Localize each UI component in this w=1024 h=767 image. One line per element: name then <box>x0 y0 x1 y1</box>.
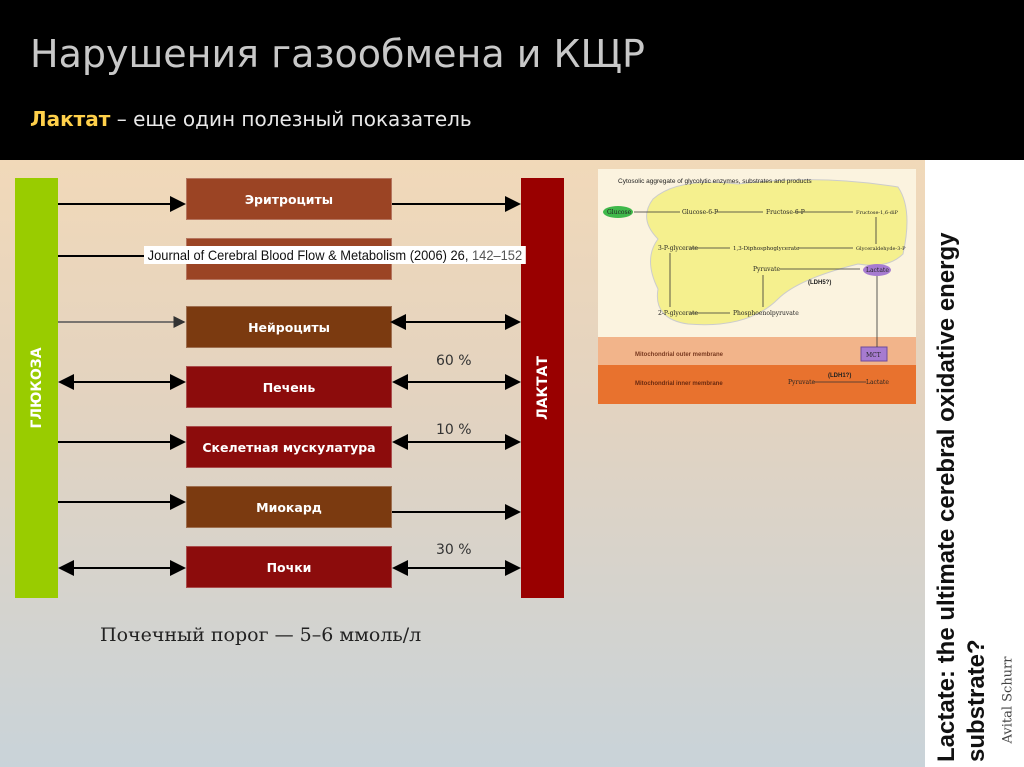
fig-label: Pyruvate <box>753 266 781 273</box>
fig-label: Fructose-1,6-diP <box>856 210 899 216</box>
organ-box-neurocytes: Нейроциты <box>186 306 392 348</box>
fig-label: Glucose <box>607 209 632 216</box>
fig-label: Glucose-6-P <box>682 209 718 216</box>
fig-label: Lactate <box>866 379 889 386</box>
subtitle-bold: Лактат <box>30 107 111 131</box>
subtitle-text: – еще один полезный показатель <box>110 107 472 131</box>
fig-label: Glyceraldehyde-3-P <box>856 246 906 252</box>
fig-label: Phosphoenolpyruvate <box>733 310 799 317</box>
journal-citation: Journal of Cerebral Blood Flow & Metabol… <box>144 246 526 264</box>
organ-box-skeletal-muscle: Скелетная мускулатура <box>186 426 392 468</box>
fig-label: 1,3-Diphosphoglycerate <box>733 246 799 252</box>
fig-label: (LDH5?) <box>808 280 831 286</box>
fig-label: MCT <box>866 352 881 359</box>
organ-box-liver: Печень <box>186 366 392 408</box>
fig-label: Fructose-6-P <box>766 209 805 216</box>
slide-subtitle: Лактат – еще один полезный показатель <box>30 107 472 131</box>
percent-kidneys: 30 % <box>436 542 472 558</box>
lactate-bar: ЛАКТАТ <box>521 178 564 598</box>
slide-header <box>0 0 1024 160</box>
article-title-strip <box>925 160 1024 767</box>
glucose-bar: ГЛЮКОЗА <box>15 178 58 598</box>
article-author: Avital Schurr <box>1000 656 1016 744</box>
fig-label: 2-P-glycerate <box>658 310 698 317</box>
percent-liver: 60 % <box>436 353 472 369</box>
slide-title: Нарушения газообмена и КЩР <box>30 32 645 76</box>
fig-label: (LDH1?) <box>828 373 851 379</box>
organ-box-kidneys: Почки <box>186 546 392 588</box>
fig-label: Mitochondrial inner membrane <box>635 381 723 387</box>
renal-threshold-text: Почечный порог — 5–6 ммоль/л <box>100 624 422 646</box>
fig-label: 3-P-glycerate <box>658 245 698 252</box>
fig-label: Pyruvate <box>788 379 816 386</box>
journal-pages: 142–152 <box>471 247 523 263</box>
glycolysis-figure: Cytosolic aggregate of glycolytic enzyme… <box>598 169 916 404</box>
journal-name: Journal of Cerebral Blood Flow & Metabol… <box>147 247 472 263</box>
organ-box-myocardium: Миокард <box>186 486 392 528</box>
article-title: Lactate: the ultimate cerebral oxidative… <box>933 232 990 762</box>
figure-title: Cytosolic aggregate of glycolytic enzyme… <box>618 178 812 185</box>
organ-box-erythrocytes: Эритроциты <box>186 178 392 220</box>
fig-label: Lactate <box>866 267 889 274</box>
fig-label: Mitochondrial outer membrane <box>635 352 724 358</box>
